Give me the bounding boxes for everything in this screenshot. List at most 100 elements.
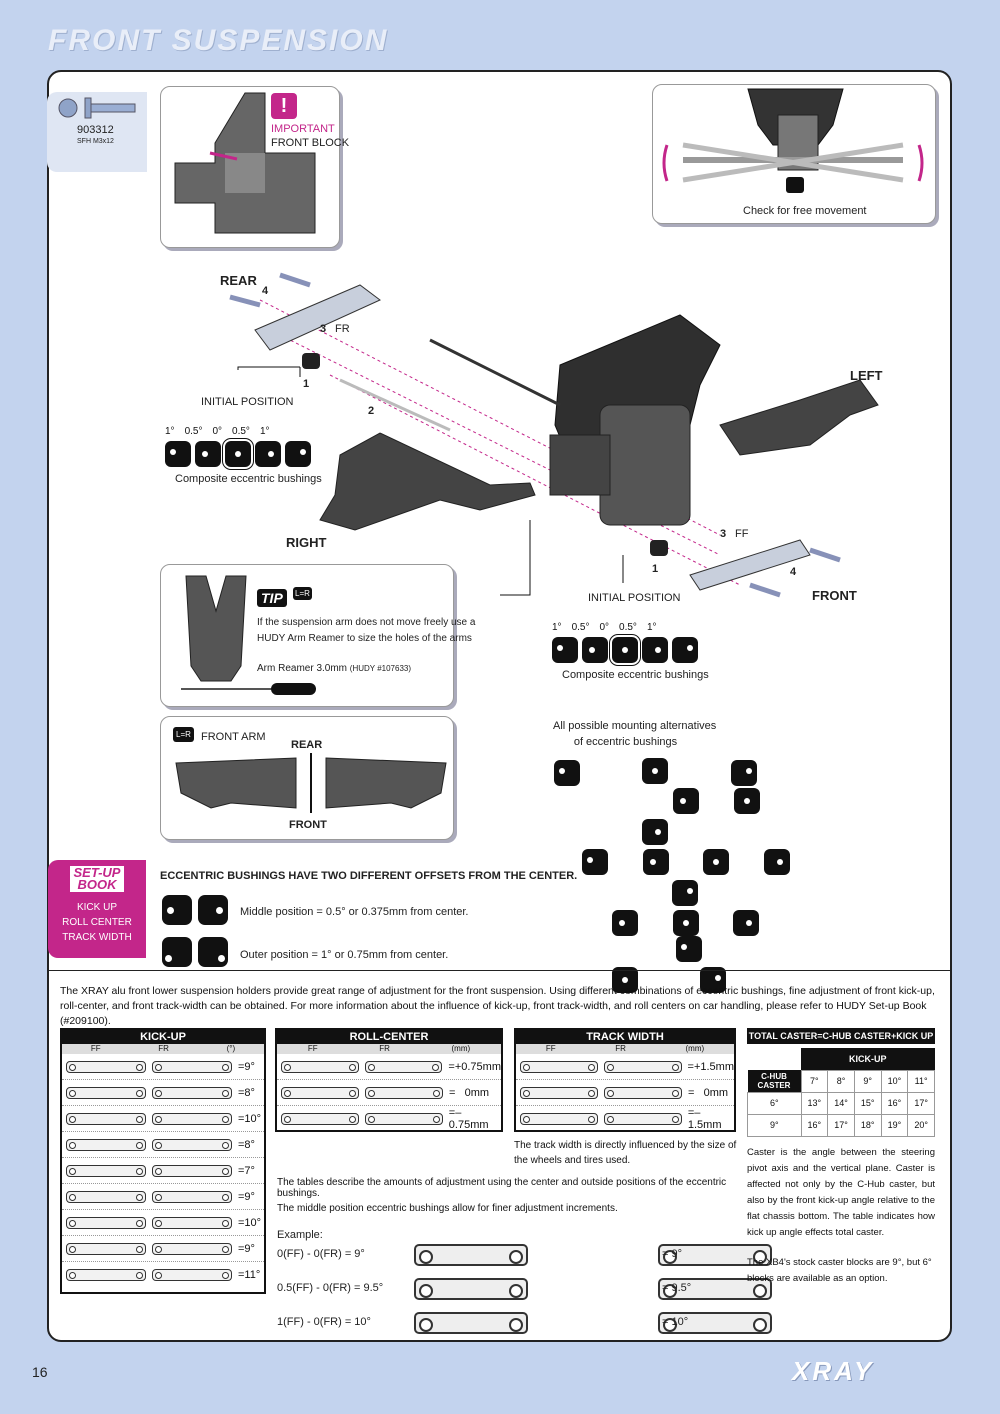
bushing-row <box>552 634 712 666</box>
step-1-rear: 1 <box>303 378 310 390</box>
lr-badge: L=R <box>173 727 194 742</box>
arm-illustration <box>185 575 247 682</box>
bushing-icon <box>612 967 638 993</box>
front-arm-rear: REAR <box>291 739 323 751</box>
table-row: =11° <box>62 1262 264 1288</box>
degree-label: 1° <box>552 622 562 633</box>
part-desc: SFH M3x12 <box>77 138 114 145</box>
holder-icon <box>414 1244 528 1266</box>
bushing-icon <box>675 936 702 962</box>
holder-icon <box>66 1164 146 1177</box>
holder-icon <box>414 1312 528 1334</box>
example-equation: 0.5(FF) - 0(FR) = 9.5° <box>277 1282 384 1294</box>
step-4-front: 4 <box>790 566 797 578</box>
front-block-label: FRONT BLOCK <box>271 137 350 149</box>
intro-text: The XRAY alu front lower suspension hold… <box>60 985 935 1027</box>
kickup-value: =10° <box>238 1112 262 1125</box>
holder-icon <box>520 1113 598 1125</box>
example-row: 0(FF) - 0(FR) = 9° = 9° <box>277 1244 773 1278</box>
holder-icon <box>603 1060 682 1073</box>
shock-tower-illustration <box>662 88 924 193</box>
trackwidth-value: =–1.5mm <box>687 1107 722 1131</box>
degree-label: 1° <box>165 426 175 437</box>
rollcenter-value: =–0.75mm <box>448 1107 489 1131</box>
degree-label: 0° <box>212 426 223 437</box>
note-1: The tables describe the amounts of adjus… <box>277 1177 727 1199</box>
bushing-icon <box>162 937 192 967</box>
holder-icon <box>152 1164 232 1177</box>
caster-cell: 20° <box>907 1113 935 1137</box>
trackwidth-title: TRACK WIDTH <box>516 1030 734 1044</box>
fr-col: FR <box>615 1044 626 1053</box>
right-label: RIGHT <box>286 535 327 550</box>
kickup-value: =9° <box>238 1190 255 1203</box>
bushing-icon <box>763 849 790 875</box>
rollcenter-value: =+0.75mm <box>448 1060 501 1073</box>
caster-kickup-header: KICK-UP <box>801 1048 935 1070</box>
reamer-icon <box>181 683 316 695</box>
caster-col: 10° <box>880 1069 909 1093</box>
caster-text-1: Caster is the angle between the steering… <box>747 1146 935 1238</box>
holder-icon <box>66 1060 146 1073</box>
tip-card: TIP L=R If the suspension arm does not m… <box>160 564 475 707</box>
table-row: =–0.75mm <box>277 1106 501 1132</box>
kickup-title: KICK-UP <box>62 1030 264 1044</box>
bushing-icon <box>642 819 668 845</box>
caster-cell: 19° <box>880 1113 909 1137</box>
ff-col: FF <box>90 1044 101 1053</box>
caster-cell: 13° <box>800 1091 829 1115</box>
outer-position-text: Outer position = 1° or 0.75mm from cente… <box>240 949 449 961</box>
tool-name: Arm Reamer 3.0mm <box>257 663 348 674</box>
caster-row-header: 6° <box>747 1091 802 1115</box>
front-arm-card: L=R FRONT ARM REAR FRONT <box>160 716 454 840</box>
holder-icon <box>152 1060 232 1073</box>
important-label: IMPORTANT <box>271 123 335 135</box>
check-card: Check for free movement <box>652 84 936 224</box>
table-row: =+0.75mm <box>277 1054 501 1080</box>
fr-col: FR <box>379 1044 390 1053</box>
example-result: = 10° <box>662 1316 689 1328</box>
bushing-icon <box>165 441 191 467</box>
kickup-value: =10° <box>238 1216 262 1229</box>
tip-tool: Arm Reamer 3.0mm (HUDY #107633) <box>257 663 411 674</box>
tool-ref: (HUDY #107633) <box>349 664 412 673</box>
holder-icon <box>152 1112 232 1125</box>
holder-icon <box>365 1086 443 1099</box>
eccentric-heading: ECCENTRIC BUSHINGS HAVE TWO DIFFERENT OF… <box>160 870 578 882</box>
bushing-icon <box>672 637 698 663</box>
outer-bushings <box>162 937 228 967</box>
step-3-fr: 3 <box>320 323 327 335</box>
bushing-icon <box>582 637 608 663</box>
unit-col: (mm) <box>685 1044 705 1053</box>
bushing-icon <box>703 849 730 875</box>
rollcenter-title: ROLL-CENTER <box>277 1030 501 1044</box>
bushing-icon <box>672 910 699 936</box>
degree-label: 0.5° <box>232 426 250 437</box>
degree-label: 0.5° <box>184 426 203 437</box>
example-row: 0.5(FF) - 0(FR) = 9.5° = 9.5° <box>277 1278 773 1312</box>
bushing-icon <box>642 637 668 663</box>
front-arm-illustration <box>175 753 447 813</box>
bushing-icon <box>733 910 760 936</box>
bushing-icon <box>255 441 281 467</box>
caster-cell: 16° <box>800 1113 829 1137</box>
table-row: = 0mm <box>277 1080 501 1106</box>
table-row: =9° <box>62 1054 264 1080</box>
initial-title: INITIAL POSITION <box>588 592 681 604</box>
alternatives-grid <box>552 758 790 993</box>
bushing-icon <box>612 910 639 936</box>
ff-col: FF <box>307 1044 318 1053</box>
front-arm-label: FRONT ARM <box>201 731 266 743</box>
unit-col: (°) <box>226 1044 236 1053</box>
caster-cell: 17° <box>827 1113 855 1137</box>
step-4-rear: 4 <box>262 285 269 297</box>
alternatives-line-1: All possible mounting alternatives <box>553 720 717 732</box>
step-1-front: 1 <box>652 563 659 575</box>
degree-label: 1° <box>646 622 657 633</box>
bushing-icon <box>609 634 641 666</box>
suspension-exploded-diagram <box>229 272 879 598</box>
setup-rollcenter: ROLL CENTER <box>62 917 132 928</box>
